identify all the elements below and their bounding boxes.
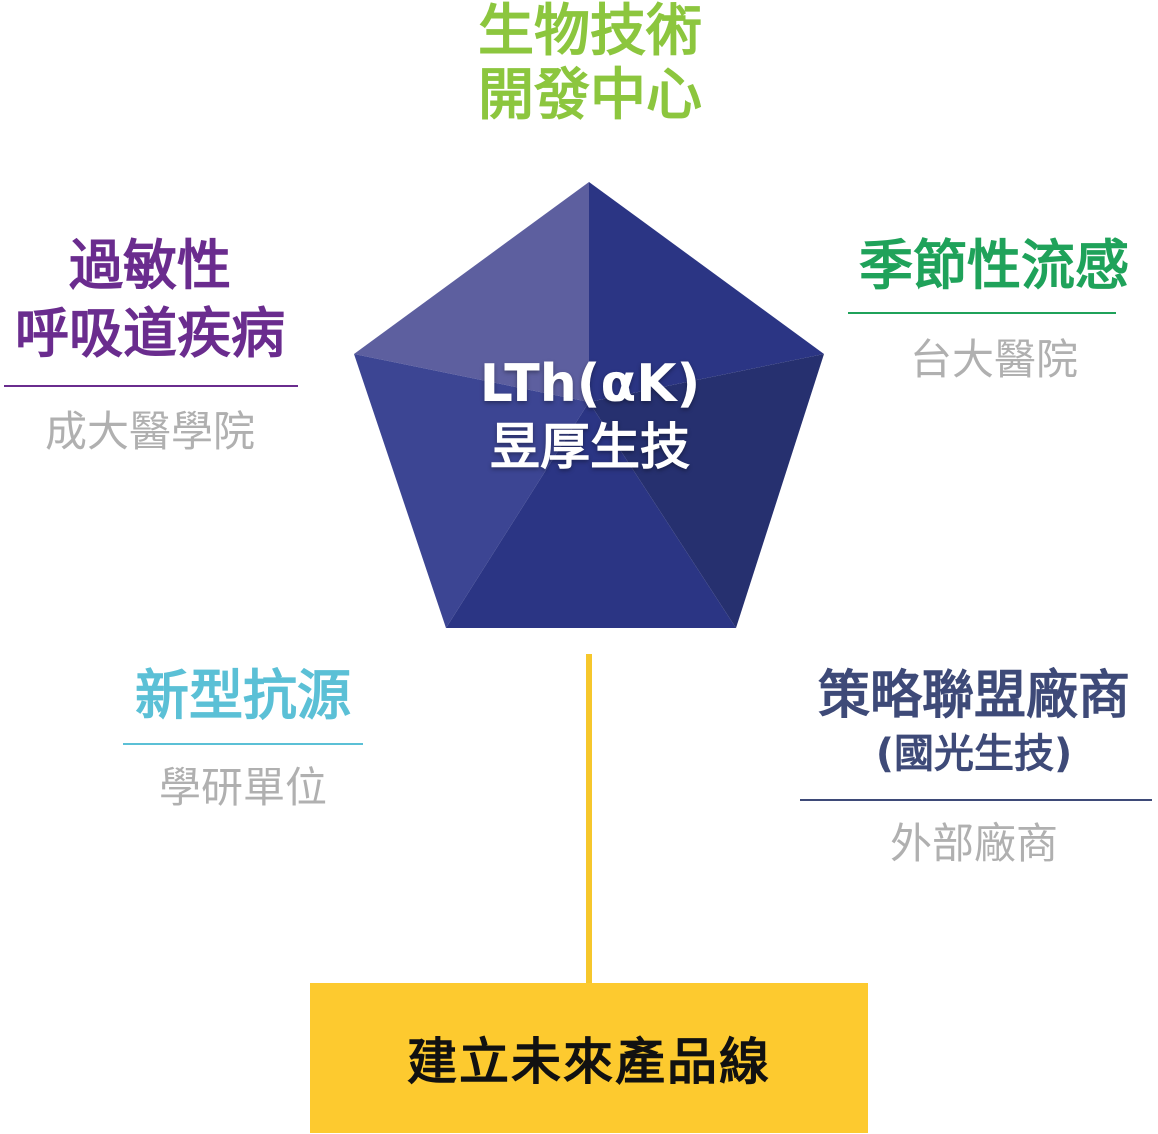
partner-left: 過敏性 呼吸道疾病 xyxy=(0,232,300,368)
pentagon-facet-top-left xyxy=(354,182,589,402)
product-line-box: 建立未來產品線 xyxy=(310,983,868,1133)
partner-bottom-left-sub: 學研單位 xyxy=(158,763,327,812)
partner-right-sub: 台大醫院 xyxy=(909,335,1078,384)
partner-bottom-left-divider xyxy=(123,743,363,745)
partner-bottom-right-divider xyxy=(800,799,1152,801)
partner-top-line1: 生物技術 xyxy=(478,0,702,64)
pentagon-facet-top-right xyxy=(589,182,824,402)
partner-left-divider xyxy=(4,385,298,387)
partner-bottom-right-line2: (國光生技) xyxy=(875,731,1073,777)
center-label-line1: LTh(αK) xyxy=(479,354,701,414)
pentagon-facet-left xyxy=(354,354,589,628)
connector-line xyxy=(586,654,592,984)
partner-left-line1: 過敏性 xyxy=(69,234,231,297)
center-label: LTh(αK) 昱厚生技 xyxy=(390,352,790,478)
partner-top: 生物技術 開發中心 xyxy=(430,0,750,128)
product-line-label: 建立未來產品線 xyxy=(407,1033,771,1091)
partner-right-divider xyxy=(848,312,1116,314)
pentagon-facet-bottom xyxy=(446,402,736,628)
pentagon-facet-right xyxy=(589,354,824,628)
partner-left-sub: 成大醫學院 xyxy=(44,407,255,456)
partner-bottom-right-sub: 外部廠商 xyxy=(889,819,1058,868)
partner-bottom-left-title: 新型抗源 xyxy=(135,664,351,727)
partner-bottom-right-line1: 策略聯盟廠商 xyxy=(817,666,1130,726)
partner-left-line2: 呼吸道疾病 xyxy=(15,302,285,365)
partner-bottom-right: 策略聯盟廠商 (國光生技) xyxy=(790,664,1158,780)
partner-top-line2: 開發中心 xyxy=(478,63,702,128)
center-label-line2: 昱厚生技 xyxy=(490,418,690,476)
partner-right-title: 季節性流感 xyxy=(859,234,1129,297)
